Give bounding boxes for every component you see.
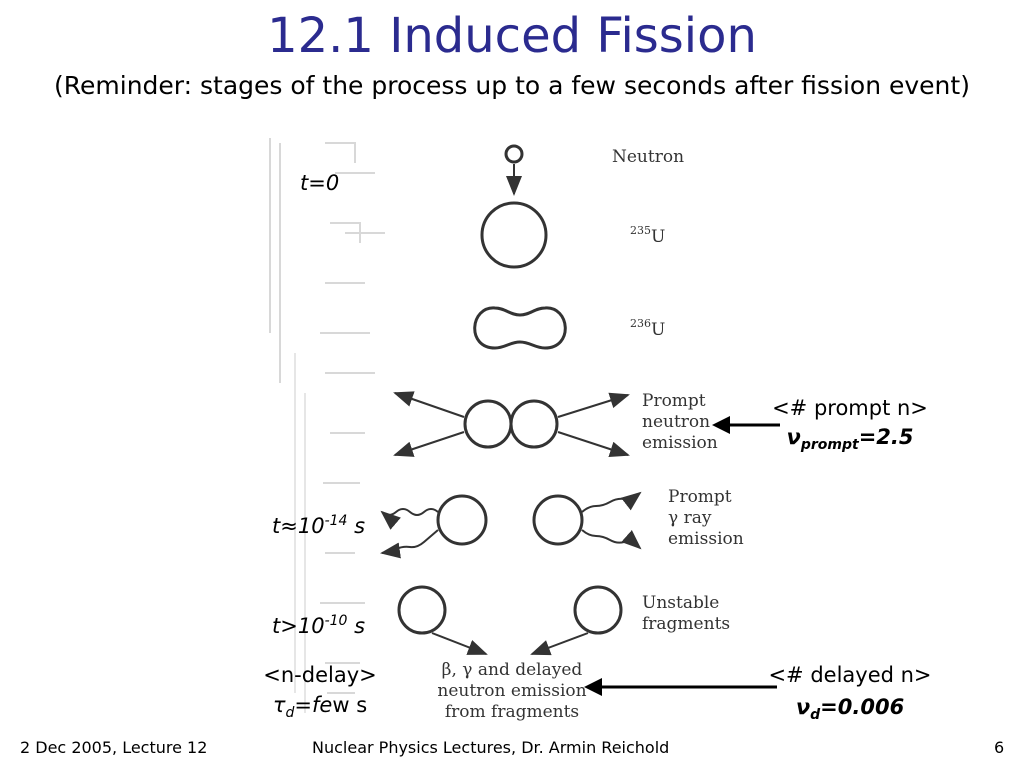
label-beta-2: neutron emission (437, 681, 586, 701)
label-beta-3: from fragments (445, 702, 579, 722)
label-unstable-2: fragments (642, 614, 730, 634)
label-prompt-neutron-1: Prompt (642, 391, 706, 411)
ndelay-tau: τd=few s (272, 693, 368, 722)
prompt-nu: νprompt=2.5 (786, 425, 914, 454)
ndelay-label: <n-delay> (263, 663, 377, 687)
delayed-nu: νd=0.006 (795, 695, 905, 724)
label-beta-1: β, γ and delayed (442, 660, 583, 680)
neutron-circle (504, 144, 524, 164)
fragment-left-2 (436, 494, 488, 546)
fragment-right-1 (509, 399, 559, 449)
u236-shape (473, 306, 567, 350)
time-label-t10: t>10-10 s (272, 613, 366, 638)
time-label-t0: t=0 (300, 171, 340, 195)
fragment-left-1 (463, 399, 513, 449)
fission-diagram: Neutron 235U 236U Prompt neutron emissio… (380, 144, 744, 722)
footer-date: 2 Dec 2005, Lecture 12 (20, 738, 208, 757)
prompt-n-label: <# prompt n> (772, 396, 928, 420)
slide-title: 12.1 Induced Fission (267, 8, 757, 64)
label-prompt-neutron-2: neutron (642, 412, 710, 432)
footer-credit: Nuclear Physics Lectures, Dr. Armin Reic… (312, 738, 670, 757)
scan-artifact (269, 138, 385, 713)
delayed-arrow (584, 678, 777, 696)
label-u236: 236U (630, 317, 665, 340)
u235-circle (480, 201, 548, 269)
fragment-right-2 (532, 494, 584, 546)
time-label-t14: t≈10-14 s (272, 513, 366, 538)
label-prompt-gamma-1: Prompt (668, 487, 732, 507)
delayed-n-label: <# delayed n> (768, 663, 932, 687)
prompt-arrow (712, 416, 780, 434)
label-unstable-1: Unstable (642, 593, 719, 613)
page-number: 6 (994, 738, 1005, 757)
label-neutron: Neutron (612, 147, 684, 167)
fragment-left-3 (397, 585, 447, 635)
label-u235: 235U (630, 224, 665, 247)
fragment-right-3 (573, 585, 623, 635)
label-prompt-gamma-2: γ ray (668, 508, 712, 528)
label-prompt-gamma-3: emission (668, 529, 744, 549)
slide-subtitle: (Reminder: stages of the process up to a… (54, 71, 970, 100)
label-prompt-neutron-3: emission (642, 433, 718, 453)
